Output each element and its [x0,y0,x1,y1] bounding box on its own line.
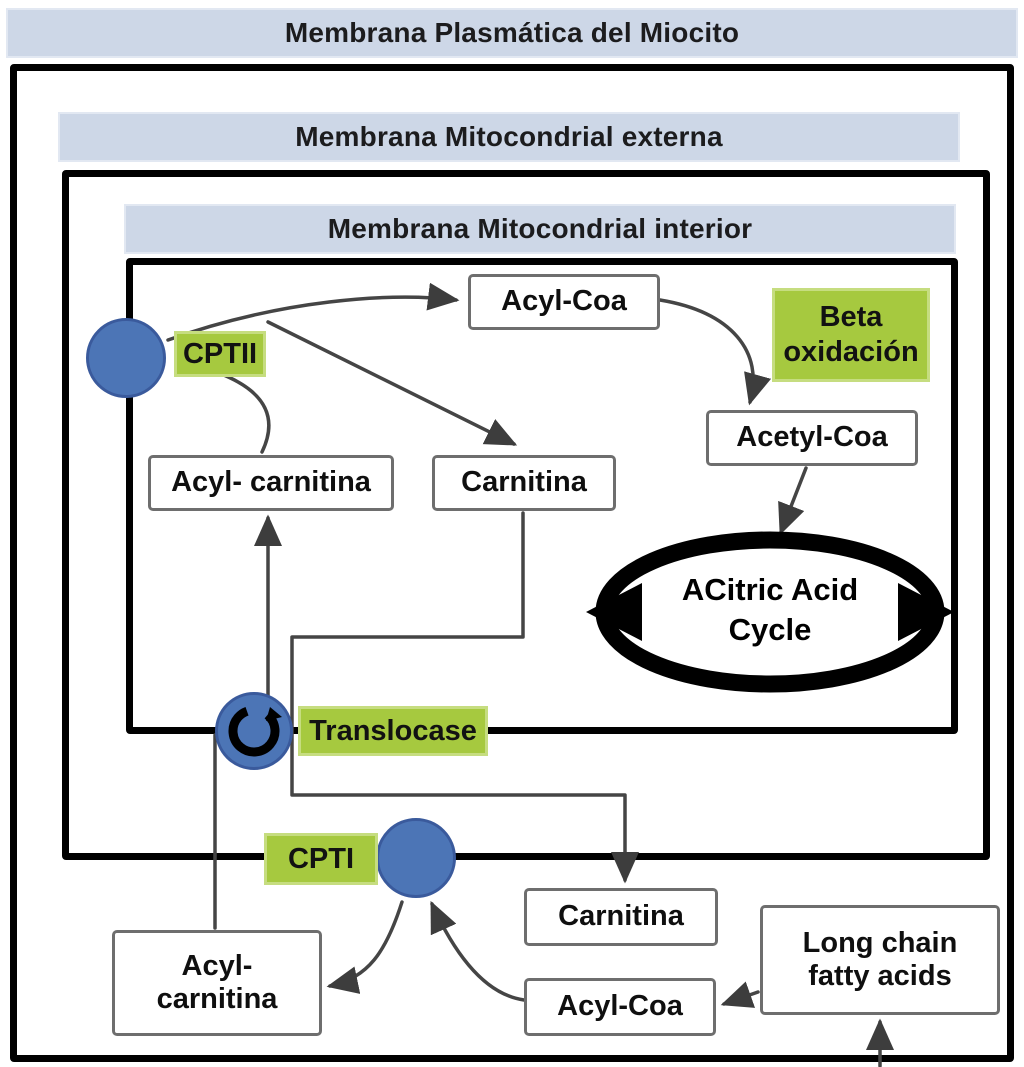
translocase-cycle-icon [228,705,282,757]
acyl-coa-matrix-box: Acyl-Coa [468,274,660,330]
carnitina-matrix-label: Carnitina [461,466,587,499]
long-chain-line2: fatty acids [808,960,952,992]
inner-mitochondrial-membrane-border [126,258,958,734]
beta-oxidation-line2: oxidación [783,336,919,368]
translocase-enzyme-icon [215,692,293,770]
translocase-label: Translocase [309,714,477,747]
cpti-label: CPTI [287,842,355,875]
acyl-coa-cytosol-box: Acyl-Coa [524,978,716,1036]
plasma-membrane-banner: Membrana Plasmática del Miocito [6,8,1018,58]
acyl-coa-cytosol-label: Acyl-Coa [557,990,683,1023]
acyl-carnitina-matrix-box: Acyl- carnitina [148,455,394,511]
myocyte-membrane-border [10,64,1014,1062]
citric-cycle-line1: ACitric Acid [681,572,859,607]
acyl-carnitina-cytosol-box: Acyl- carnitina [112,930,322,1036]
acetyl-coa-label: Acetyl-Coa [736,421,888,454]
cpti-enzyme-icon [376,818,456,898]
acyl-coa-matrix-label: Acyl-Coa [501,285,627,318]
inner-mitochondrial-membrane-banner: Membrana Mitocondrial interior [124,204,956,254]
cptii-label: CPTII [182,337,258,370]
translocase-label-box: Translocase [298,706,488,756]
citric-cycle-line2: Cycle [728,612,812,648]
acyl-carnitina-matrix-label: Acyl- carnitina [171,466,371,499]
acyl-carnitina-cytosol-line1: Acyl- [181,949,253,982]
long-chain-fatty-acids-box: Long chain fatty acids [760,905,1000,1015]
cpti-label-box: CPTI [264,833,378,885]
acetyl-coa-box: Acetyl-Coa [706,410,918,466]
citric-acid-cycle-ring [586,531,954,693]
acyl-carnitina-cytosol-line2: carnitina [156,983,278,1015]
beta-oxidation-line1: Beta [819,301,883,334]
outer-mitochondrial-membrane-banner: Membrana Mitocondrial externa [58,112,960,162]
cptii-enzyme-icon [86,318,166,398]
long-chain-line1: Long chain [802,926,958,959]
cptii-label-box: CPTII [174,331,266,377]
outer-membrane-label: Membrana Mitocondrial externa [295,121,723,152]
plasma-membrane-label: Membrana Plasmática del Miocito [284,17,740,48]
inner-membrane-label: Membrana Mitocondrial interior [327,213,753,244]
citric-acid-cycle-label: ACitric Acid Cycle [640,570,900,651]
carnitina-cytosol-box: Carnitina [524,888,718,946]
outer-mitochondrial-membrane-border [62,170,990,860]
carnitina-matrix-box: Carnitina [432,455,616,511]
carnitina-cytosol-label: Carnitina [558,900,684,933]
beta-oxidation-box: Beta oxidación [772,288,930,382]
